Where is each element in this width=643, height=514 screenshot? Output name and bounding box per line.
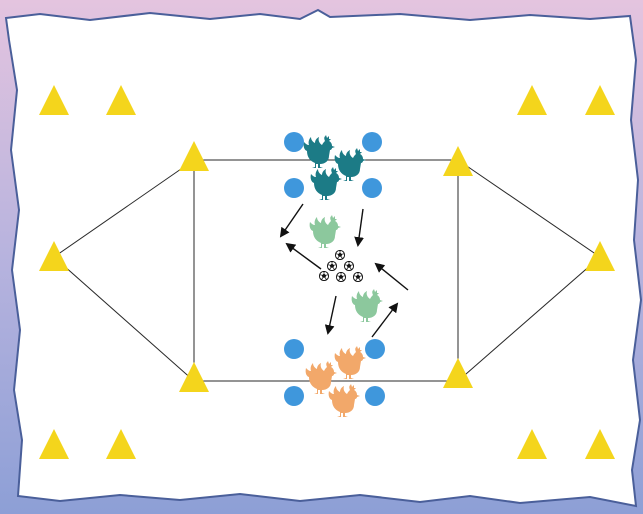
cone-icon <box>106 85 136 115</box>
paper-sheet <box>4 8 643 508</box>
disc-markers <box>284 132 385 406</box>
arrow-icon <box>285 242 322 270</box>
football-icon <box>327 261 337 271</box>
cone-icon <box>443 146 473 176</box>
cone-icon <box>39 241 69 271</box>
football-icon <box>336 272 346 282</box>
cone-icon <box>517 85 547 115</box>
disc-marker-icon <box>365 386 385 406</box>
cone-icon <box>39 85 69 115</box>
disc-marker-icon <box>284 339 304 359</box>
football-icon <box>344 261 354 271</box>
cone-icon <box>585 85 615 115</box>
cone-icon <box>517 429 547 459</box>
football-icon <box>319 271 329 281</box>
cone-icon <box>106 429 136 459</box>
cone-icon <box>179 141 209 171</box>
movement-arrows <box>279 203 409 338</box>
arrow-icon <box>279 203 304 238</box>
football-icon <box>353 272 363 282</box>
cone-icon <box>179 362 209 392</box>
arrow-icon <box>354 208 364 247</box>
cones <box>39 85 615 459</box>
cone-icon <box>39 429 69 459</box>
disc-marker-icon <box>284 178 304 198</box>
cone-icon <box>585 429 615 459</box>
disc-marker-icon <box>362 178 382 198</box>
cone-icon <box>443 358 473 388</box>
cone-icon <box>585 241 615 271</box>
arrow-icon <box>374 262 409 291</box>
arrow-icon <box>371 302 399 338</box>
arrow-icon <box>324 295 337 335</box>
disc-marker-icon <box>284 386 304 406</box>
disc-marker-icon <box>362 132 382 152</box>
disc-marker-icon <box>365 339 385 359</box>
football-icon <box>335 250 345 260</box>
disc-marker-icon <box>284 132 304 152</box>
